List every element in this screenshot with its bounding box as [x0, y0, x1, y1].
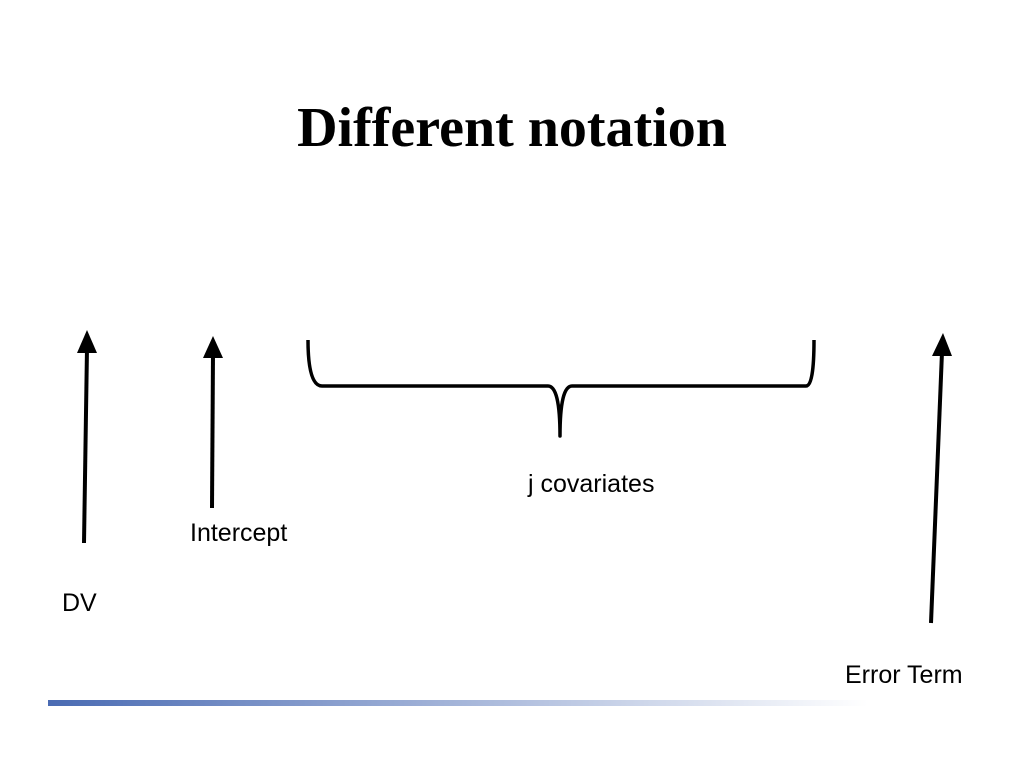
error-term-arrow-icon — [929, 333, 952, 624]
intercept-arrow-icon — [203, 336, 223, 509]
intercept-label: Intercept — [190, 519, 288, 547]
dv-label: DV — [62, 589, 97, 617]
covariates-label: j covariates — [528, 470, 655, 498]
error-term-label: Error Term — [845, 661, 963, 689]
footer-gradient-bar — [48, 700, 868, 706]
dv-arrow-icon — [77, 330, 97, 544]
covariates-brace-icon — [306, 339, 816, 438]
slide-title: Different notation — [297, 97, 727, 159]
